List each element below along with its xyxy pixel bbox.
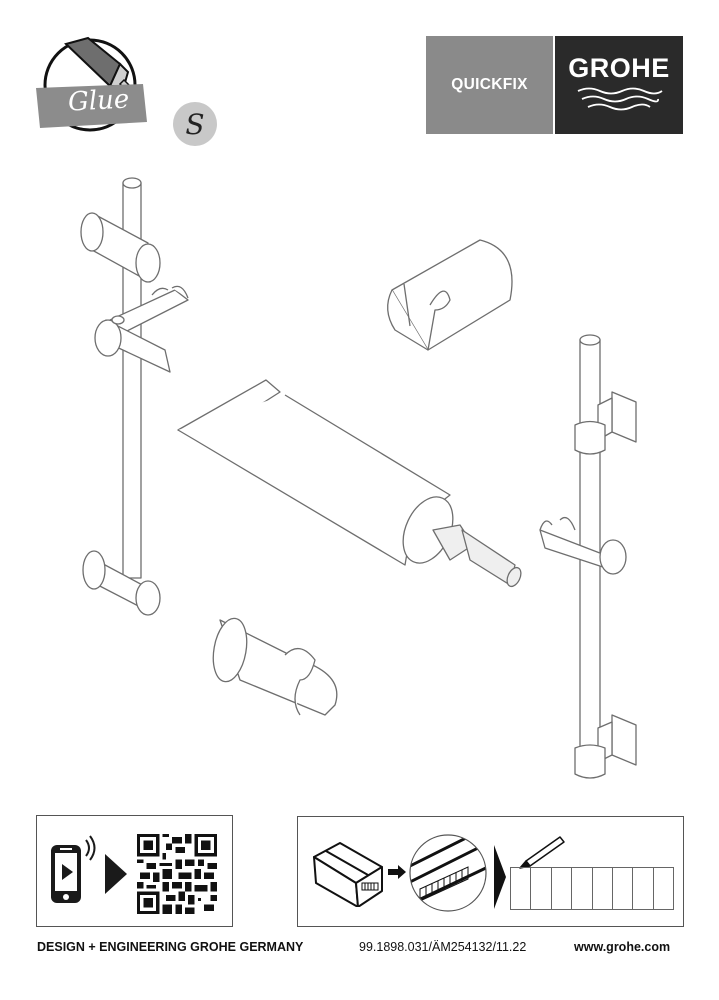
quickfix-logo: QUICKFIX [426,36,553,134]
grohe-logo: GROHE [555,36,683,134]
product-box-icon [313,842,383,907]
glue-icon [36,36,147,132]
arrow-right-icon [388,865,406,879]
water-waves-icon [577,87,663,110]
shower-rail-right [539,334,637,779]
glue-tube [177,379,522,588]
arrow-right-icon [494,845,506,909]
wall-holder-top [387,239,513,351]
size-badge: S [173,102,217,146]
wall-holder-bottom [212,617,338,716]
grid-cell[interactable] [552,868,573,909]
pencil-icon [519,836,565,869]
arrow-right-icon [105,854,127,894]
document-number: 99.1898.031/ÄM254132/11.22 [359,940,527,954]
serial-number-grid[interactable] [510,867,674,910]
grid-cell[interactable] [511,868,532,909]
brand-label: GROHE [568,52,670,83]
qr-code-icon [137,834,217,914]
footer-credit: DESIGN + ENGINEERING GROHE GERMANY [37,940,304,954]
grid-cell[interactable] [654,868,673,909]
magnified-label-icon [409,834,487,912]
grid-cell[interactable] [593,868,613,909]
product-registration-box [297,816,684,927]
grid-cell[interactable] [633,868,654,909]
grid-cell[interactable] [613,868,634,909]
website-link[interactable]: www.grohe.com [574,940,671,954]
shower-rail-left [80,177,189,616]
app-info-box [36,815,233,927]
glue-badge: Glue [30,28,165,143]
grid-cell[interactable] [572,868,593,909]
size-label: S [185,107,205,141]
grid-cell[interactable] [531,868,552,909]
smartphone-video-icon [51,835,96,903]
product-line-label: QUICKFIX [451,76,528,93]
product-illustration [80,177,637,779]
